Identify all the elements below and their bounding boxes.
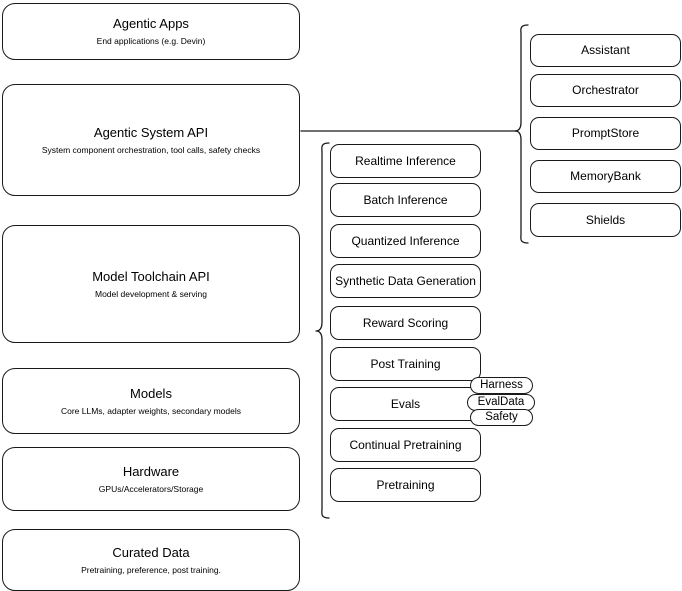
component-reward-scoring[interactable]: Reward Scoring xyxy=(330,306,481,340)
badge-label: Safety xyxy=(485,411,518,423)
component-label: Realtime Inference xyxy=(355,153,456,168)
component-promptstore[interactable]: PromptStore xyxy=(530,117,681,150)
layer-subtitle: Model development & serving xyxy=(95,288,207,299)
layer-subtitle: System component orchestration, tool cal… xyxy=(41,144,261,155)
component-quantized-inference[interactable]: Quantized Inference xyxy=(330,224,481,258)
layer-subtitle: End applications (e.g. Devin) xyxy=(96,36,206,46)
layer-subtitle: Pretraining, preference, post training. xyxy=(81,564,221,575)
badge-harness[interactable]: Harness xyxy=(470,377,533,394)
component-post-training[interactable]: Post Training xyxy=(330,347,481,381)
brace-toolchain-components xyxy=(315,142,330,519)
component-label: Evals xyxy=(390,396,421,411)
badge-label: Harness xyxy=(480,379,523,391)
layer-agentic-apps[interactable]: Agentic Apps End applications (e.g. Devi… xyxy=(2,3,300,60)
component-orchestrator[interactable]: Orchestrator xyxy=(530,74,681,107)
layer-subtitle: GPUs/Accelerators/Storage xyxy=(98,483,204,494)
layer-model-toolchain-api[interactable]: Model Toolchain API Model development & … xyxy=(2,225,300,343)
layer-title: Curated Data xyxy=(112,544,190,560)
layer-title: Agentic Apps xyxy=(113,16,189,31)
layer-curated-data[interactable]: Curated Data Pretraining, preference, po… xyxy=(2,529,300,591)
component-pretraining[interactable]: Pretraining xyxy=(330,468,481,502)
component-label: MemoryBank xyxy=(570,169,641,183)
component-label: Shields xyxy=(585,212,626,227)
component-label: Reward Scoring xyxy=(362,315,449,330)
component-label: Post Training xyxy=(370,356,441,371)
layer-hardware[interactable]: Hardware GPUs/Accelerators/Storage xyxy=(2,447,300,511)
component-label: Batch Inference xyxy=(363,192,448,207)
component-label: Quantized Inference xyxy=(351,233,460,248)
component-label: Continual Pretraining xyxy=(349,437,462,452)
component-shields[interactable]: Shields xyxy=(530,203,681,237)
layer-title: Hardware xyxy=(122,463,180,479)
component-label: PromptStore xyxy=(571,126,640,140)
component-memorybank[interactable]: MemoryBank xyxy=(530,160,681,193)
component-continual-pretraining[interactable]: Continual Pretraining xyxy=(330,428,481,462)
component-synthetic-data-generation[interactable]: Synthetic Data Generation xyxy=(330,264,481,298)
component-realtime-inference[interactable]: Realtime Inference xyxy=(330,144,481,178)
component-label: Assistant xyxy=(581,43,630,57)
component-label: Synthetic Data Generation xyxy=(335,273,476,288)
brace-agentic-components xyxy=(514,24,529,244)
component-label: Orchestrator xyxy=(572,83,639,97)
layer-title: Agentic System API xyxy=(93,124,209,140)
badge-label: EvalData xyxy=(477,396,525,408)
layer-models[interactable]: Models Core LLMs, adapter weights, secon… xyxy=(2,368,300,434)
badge-safety[interactable]: Safety xyxy=(470,409,533,426)
layer-agentic-system-api[interactable]: Agentic System API System component orch… xyxy=(2,84,300,196)
component-assistant[interactable]: Assistant xyxy=(530,34,681,67)
component-evals[interactable]: Evals xyxy=(330,387,481,421)
component-label: Pretraining xyxy=(376,477,435,492)
layer-subtitle: Core LLMs, adapter weights, secondary mo… xyxy=(60,405,241,416)
component-batch-inference[interactable]: Batch Inference xyxy=(330,183,481,217)
layer-title: Models xyxy=(130,385,172,401)
layer-title: Model Toolchain API xyxy=(92,268,210,284)
